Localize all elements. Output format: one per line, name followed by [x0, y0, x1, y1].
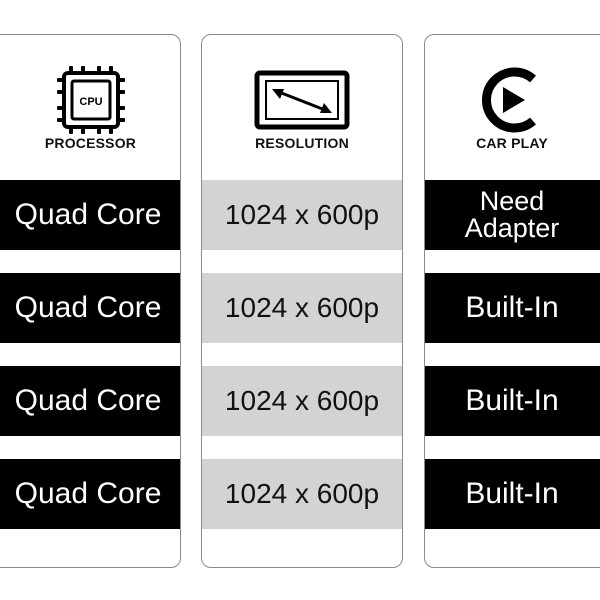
carplay-row: Built-In [425, 273, 600, 343]
processor-value: Quad Core [14, 291, 162, 324]
resolution-value: 1024 x 600p [224, 199, 380, 230]
processor-value: Quad Core [14, 477, 162, 510]
carplay-value: Built-In [465, 291, 559, 324]
carplay-label: CAR PLAY [476, 135, 548, 151]
processor-row: Quad Core [0, 273, 180, 343]
processor-value: Quad Core [14, 198, 162, 231]
resolution-value: 1024 x 600p [224, 292, 380, 323]
carplay-row: Need Adapter [425, 180, 600, 250]
carplay-icon-wrap [425, 63, 599, 137]
resolution-value: 1024 x 600p [224, 478, 380, 509]
resolution-row: 1024 x 600p [202, 273, 402, 343]
resolution-label: RESOLUTION [255, 135, 349, 151]
carplay-value: Built-In [465, 477, 559, 510]
carplay-card: CAR PLAY Need Adapter Built-In Built-In … [424, 34, 600, 568]
carplay-row: Built-In [425, 459, 600, 529]
cpu-icon-text: CPU [79, 96, 102, 108]
resolution-value: 1024 x 600p [224, 385, 380, 416]
processor-card: CPU PROCESSOR Quad Core Quad Core Quad C… [0, 34, 181, 568]
cpu-icon: CPU [56, 66, 125, 134]
processor-row: Quad Core [0, 180, 180, 250]
carplay-row: Built-In [425, 366, 600, 436]
carplay-value: Built-In [465, 384, 559, 417]
cpu-icon-wrap: CPU [1, 63, 180, 137]
resolution-row: 1024 x 600p [202, 180, 402, 250]
carplay-icon [481, 67, 536, 133]
screen-resolution-icon [254, 70, 350, 130]
resolution-row: 1024 x 600p [202, 459, 402, 529]
processor-value: Quad Core [14, 384, 162, 417]
processor-row: Quad Core [0, 459, 180, 529]
processor-label: PROCESSOR [44, 135, 137, 151]
resolution-row: 1024 x 600p [202, 366, 402, 436]
carplay-value: Need Adapter [464, 186, 560, 243]
resolution-icon-wrap [202, 63, 402, 137]
resolution-card: RESOLUTION 1024 x 600p 1024 x 600p 1024 … [201, 34, 403, 568]
processor-row: Quad Core [0, 366, 180, 436]
